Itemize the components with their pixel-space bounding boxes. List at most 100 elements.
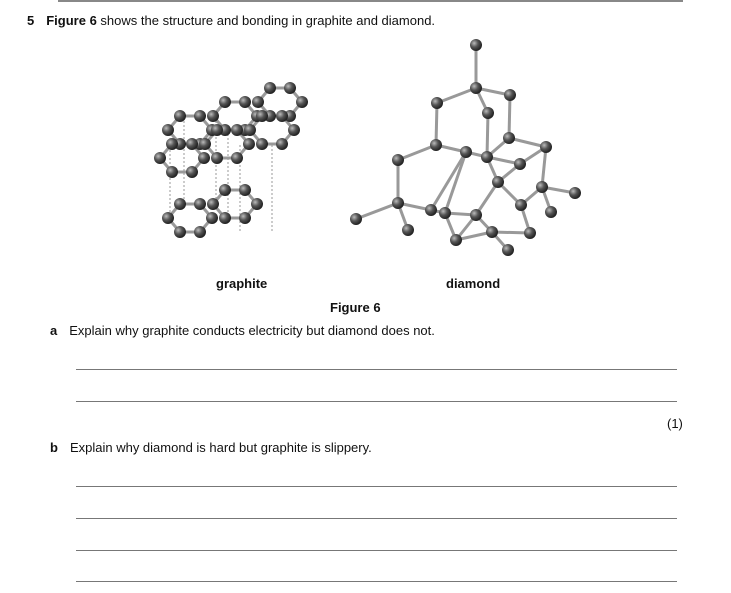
carbon-atom (174, 110, 186, 122)
carbon-atom (439, 207, 451, 219)
carbon-atom (392, 197, 404, 209)
part-a-text: Explain why graphite conducts electricit… (69, 323, 435, 338)
carbon-atom (194, 198, 206, 210)
carbon-atom (239, 184, 251, 196)
carbon-atom (492, 176, 504, 188)
part-a-letter: a (50, 323, 58, 338)
question-header: 5 Figure 6 shows the structure and bondin… (27, 13, 435, 28)
carbon-atom (545, 206, 557, 218)
carbon-atom (515, 199, 527, 211)
carbon-atom (470, 209, 482, 221)
answer-line[interactable] (76, 518, 677, 519)
covalent-bond (508, 136, 547, 149)
carbon-atom (482, 107, 494, 119)
carbon-atom (239, 212, 251, 224)
carbon-atom (540, 141, 552, 153)
covalent-bond (491, 230, 531, 235)
carbon-atom (194, 110, 206, 122)
carbon-atom (206, 212, 218, 224)
carbon-atom (211, 124, 223, 136)
carbon-atom (256, 110, 268, 122)
carbon-atom (162, 212, 174, 224)
part-b: b Explain why diamond is hard but graphit… (50, 440, 372, 455)
carbon-atom (154, 152, 166, 164)
carbon-atom (194, 226, 206, 238)
carbon-atom (244, 124, 256, 136)
carbon-atom (162, 124, 174, 136)
part-a: a Explain why graphite conducts electrici… (50, 323, 435, 338)
carbon-atom (166, 166, 178, 178)
carbon-atom (264, 82, 276, 94)
covalent-bond (540, 146, 548, 188)
figure-6-structures (154, 39, 581, 256)
graphite-label: graphite (216, 276, 268, 291)
diamond-label: diamond (446, 276, 501, 291)
covalent-bond (474, 181, 500, 216)
carbon-atom (296, 96, 308, 108)
part-b-letter: b (50, 440, 58, 455)
carbon-atom (174, 198, 186, 210)
carbon-atom (486, 226, 498, 238)
covalent-bond (455, 230, 493, 242)
carbon-atom (239, 96, 251, 108)
carbon-atom (219, 184, 231, 196)
carbon-atom (211, 152, 223, 164)
carbon-atom (219, 96, 231, 108)
carbon-atom (481, 151, 493, 163)
answer-line[interactable] (76, 581, 677, 582)
answer-line[interactable] (76, 401, 677, 402)
carbon-atom (450, 234, 462, 246)
carbon-atom (276, 138, 288, 150)
carbon-atom (430, 139, 442, 151)
carbon-atom (514, 158, 526, 170)
covalent-bond (397, 143, 437, 162)
carbon-atom (207, 110, 219, 122)
carbon-atom (392, 154, 404, 166)
carbon-atom (186, 166, 198, 178)
carbon-atom (276, 110, 288, 122)
carbon-atom (252, 96, 264, 108)
carbon-atom (256, 138, 268, 150)
answer-line[interactable] (76, 550, 677, 551)
covalent-bond (485, 112, 490, 158)
carbon-atom (470, 82, 482, 94)
covalent-bond (355, 201, 399, 221)
carbon-atom (470, 39, 482, 51)
carbon-atom (536, 181, 548, 193)
carbon-atom (503, 132, 515, 144)
carbon-atom (425, 204, 437, 216)
answer-line[interactable] (76, 369, 677, 370)
figure-reference: Figure 6 (46, 13, 97, 28)
question-number: 5 (27, 13, 35, 28)
carbon-atom (207, 198, 219, 210)
carbon-atom (504, 89, 516, 101)
covalent-bond (436, 86, 477, 105)
carbon-atom (288, 124, 300, 136)
covalent-bond (507, 94, 512, 139)
question-text: shows the structure and bonding in graph… (96, 13, 436, 28)
part-a-marks: (1) (667, 416, 683, 431)
carbon-atom (460, 146, 472, 158)
carbon-atom (502, 244, 514, 256)
part-b-text: Explain why diamond is hard but graphite… (69, 440, 372, 455)
carbon-atom (402, 224, 414, 236)
carbon-atom (219, 212, 231, 224)
carbon-atom (231, 152, 243, 164)
carbon-atom (231, 124, 243, 136)
covalent-bond (443, 151, 468, 214)
carbon-atom (284, 82, 296, 94)
answer-line[interactable] (76, 486, 677, 487)
carbon-atom (251, 198, 263, 210)
covalent-bond (429, 151, 468, 211)
covalent-bond (434, 102, 439, 146)
carbon-atom (431, 97, 443, 109)
carbon-atom (186, 138, 198, 150)
carbon-atom (524, 227, 536, 239)
figure-caption: Figure 6 (330, 300, 381, 315)
carbon-atom (569, 187, 581, 199)
carbon-atom (174, 226, 186, 238)
carbon-atom (350, 213, 362, 225)
carbon-atom (243, 138, 255, 150)
carbon-atom (198, 152, 210, 164)
carbon-atom (199, 138, 211, 150)
